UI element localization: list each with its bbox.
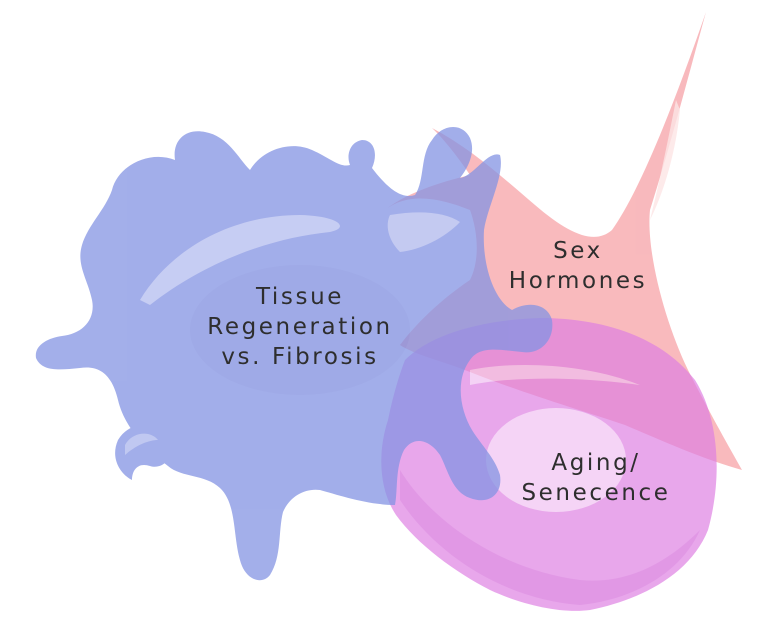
label-line: Regeneration xyxy=(207,314,392,340)
macrophage-nucleus xyxy=(190,265,410,395)
senescent-cell-dark-rim xyxy=(400,470,700,605)
macrophage-cell xyxy=(35,126,553,581)
label-line: Senecence xyxy=(521,480,670,506)
macrophage-highlight-bleb xyxy=(125,433,158,455)
macrophage-highlight-right xyxy=(387,212,460,252)
label-line: Tissue xyxy=(255,284,344,310)
label-line: Hormones xyxy=(509,268,647,294)
label-line: Sex xyxy=(553,238,603,264)
macrophage-bleb xyxy=(115,424,172,480)
macrophage-cell-body xyxy=(35,126,553,581)
fibroblast-highlight xyxy=(650,100,680,220)
senescent-highlight xyxy=(470,365,640,385)
label-line: vs. Fibrosis xyxy=(221,344,378,370)
label-sex-hormones: Sex Hormones xyxy=(509,238,647,294)
label-aging-senecence: Aging/ Senecence xyxy=(521,450,670,506)
macrophage-highlight-main xyxy=(140,215,340,305)
senescent-nucleus xyxy=(486,408,626,512)
label-line: Aging/ xyxy=(551,450,640,476)
label-tissue-regeneration: Tissue Regeneration vs. Fibrosis xyxy=(207,284,392,370)
senescent-cell xyxy=(381,318,717,611)
